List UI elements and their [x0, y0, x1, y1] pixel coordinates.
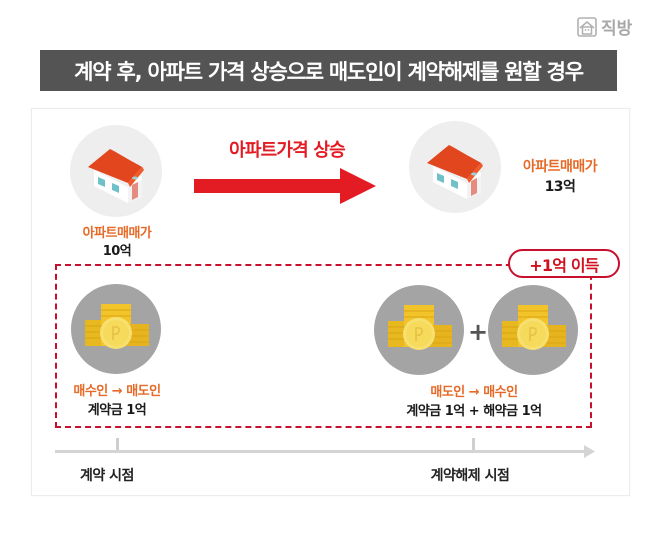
coins-icon — [488, 285, 578, 375]
right-arrow-icon — [194, 168, 376, 204]
title-bar: 계약 후, 아파트 가격 상승으로 매도인이 계약해제를 원할 경우 — [40, 50, 617, 91]
right-direction-label: 매도인 → 매수인 — [430, 385, 518, 400]
coins-icon — [71, 284, 161, 374]
house-logo-icon — [577, 16, 597, 37]
left-direction-label: 매수인 → 매도인 — [73, 384, 161, 399]
timeline-tick — [472, 438, 475, 450]
timeline-axis — [55, 450, 587, 453]
penalty-region — [55, 264, 592, 428]
after-price-label: 아파트매매가 — [522, 159, 598, 175]
profit-badge: +1억 이득 — [508, 249, 620, 278]
brand-logo: 직방 — [576, 14, 632, 39]
left-amount-label: 계약금 1억 — [87, 403, 147, 418]
before-price-label: 아파트매매가 — [82, 226, 152, 241]
house-icon — [70, 125, 162, 217]
right-amount-label: 계약금 1억 + 해약금 1억 — [406, 404, 542, 419]
brand-name: 직방 — [601, 19, 633, 39]
after-price-value: 13억 — [544, 179, 576, 195]
house-icon — [409, 121, 501, 213]
before-price-value: 10억 — [102, 244, 132, 259]
timeline-label-contract: 계약 시점 — [80, 468, 134, 484]
page-title: 계약 후, 아파트 가격 상승으로 매도인이 계약해제를 원할 경우 — [74, 59, 584, 84]
timeline-label-termination: 계약해제 시점 — [430, 468, 510, 484]
price-rise-label: 아파트가격 상승 — [229, 140, 346, 161]
timeline-tick — [116, 438, 119, 450]
plus-operator: + — [468, 318, 489, 346]
timeline-arrowhead-icon — [584, 445, 595, 458]
profit-badge-label: +1억 이득 — [529, 255, 599, 275]
coins-icon — [374, 285, 464, 375]
